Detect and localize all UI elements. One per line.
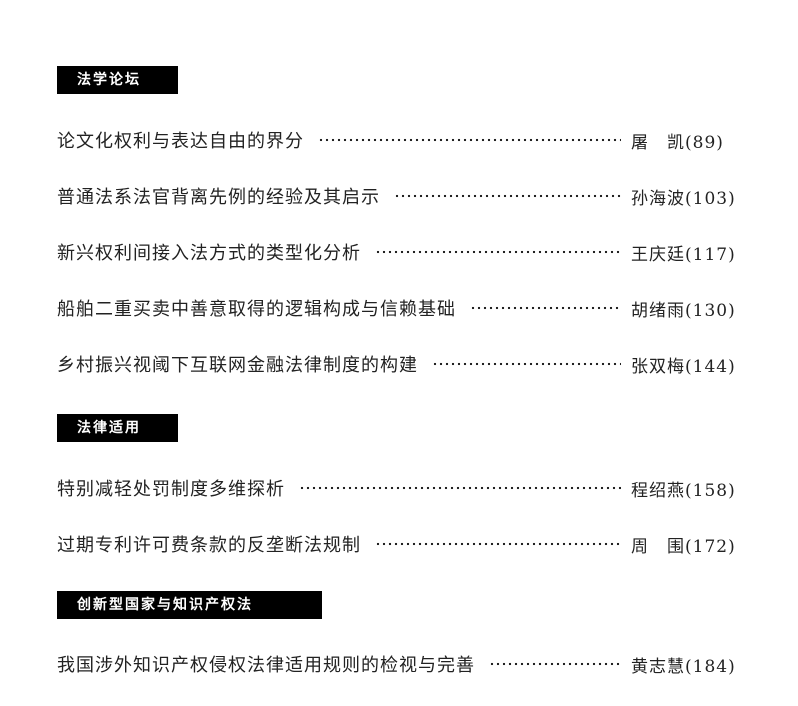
entry-author: 胡绪雨(130) — [631, 300, 736, 321]
toc-entry[interactable]: 船舶二重买卖中善意取得的逻辑构成与信赖基础 胡绪雨(130) — [57, 295, 743, 321]
dot-leader — [318, 138, 621, 142]
toc-entry[interactable]: 过期专利许可费条款的反垄断法规制 周 围(172) — [57, 531, 743, 557]
dot-leader — [375, 542, 621, 546]
dot-leader — [470, 306, 621, 310]
entry-title: 乡村振兴视阈下互联网金融法律制度的构建 — [57, 355, 418, 376]
entry-title: 普通法系法官背离先例的经验及其启示 — [57, 187, 380, 208]
entry-title: 船舶二重买卖中善意取得的逻辑构成与信赖基础 — [57, 299, 456, 320]
section-header: 法律适用 — [57, 414, 178, 442]
dot-leader — [375, 250, 621, 254]
dot-leader — [432, 362, 621, 366]
entry-title: 新兴权利间接入法方式的类型化分析 — [57, 243, 361, 264]
entry-title: 我国涉外知识产权侵权法律适用规则的检视与完善 — [57, 655, 475, 676]
toc-entry[interactable]: 普通法系法官背离先例的经验及其启示 孙海波(103) — [57, 183, 743, 209]
dot-leader — [299, 486, 621, 490]
entry-author: 王庆廷(117) — [631, 244, 736, 265]
entry-author: 黄志慧(184) — [631, 656, 736, 677]
entry-title: 论文化权利与表达自由的界分 — [57, 131, 304, 152]
entry-author: 孙海波(103) — [631, 188, 736, 209]
entry-title: 过期专利许可费条款的反垄断法规制 — [57, 535, 361, 556]
entry-author: 张双梅(144) — [631, 356, 736, 377]
dot-leader — [489, 662, 621, 666]
toc-entry[interactable]: 新兴权利间接入法方式的类型化分析 王庆廷(117) — [57, 239, 743, 265]
entry-author: 周 围(172) — [631, 536, 736, 557]
entry-title: 特别减轻处罚制度多维探析 — [57, 479, 285, 500]
section-header: 法学论坛 — [57, 66, 178, 94]
entry-author: 屠 凯(89) — [631, 132, 724, 153]
toc-entry[interactable]: 论文化权利与表达自由的界分 屠 凯(89) — [57, 127, 743, 153]
dot-leader — [394, 194, 621, 198]
section-header: 创新型国家与知识产权法 — [57, 591, 322, 619]
toc-entry[interactable]: 我国涉外知识产权侵权法律适用规则的检视与完善 黄志慧(184) — [57, 651, 743, 677]
toc-entry[interactable]: 乡村振兴视阈下互联网金融法律制度的构建 张双梅(144) — [57, 351, 743, 377]
entry-author: 程绍燕(158) — [631, 480, 736, 501]
toc-entry[interactable]: 特别减轻处罚制度多维探析 程绍燕(158) — [57, 475, 743, 501]
